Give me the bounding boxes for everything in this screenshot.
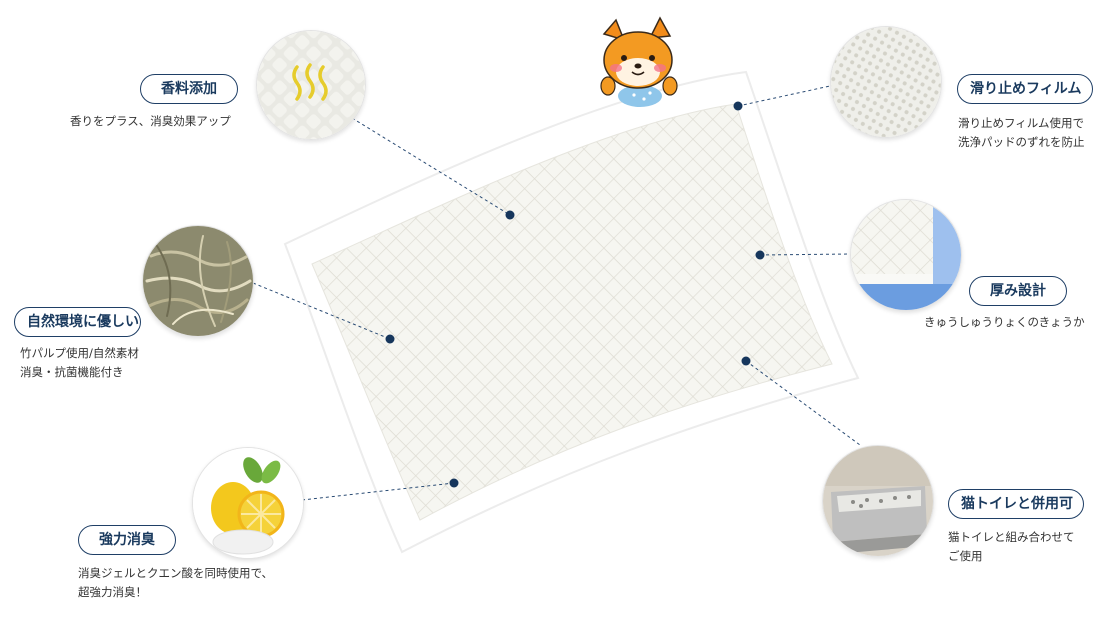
fragrance-swirl-icon [256, 30, 366, 140]
shiba-dog-mascot-icon [600, 16, 678, 107]
eco-desc: 竹パルプ使用/自然素材 消臭・抗菌機能付き [20, 344, 139, 382]
thick-desc-line: きゅうしゅうりょくのきょうか [924, 315, 1085, 329]
eco-title: 自然環境に優しい [14, 307, 141, 337]
antislip-desc-line-2: 洗浄パッドのずれを防止 [958, 135, 1085, 149]
cat-desc: 猫トイレと組み合わせて ご使用 [948, 528, 1075, 566]
deodor-title: 強力消臭 [78, 525, 176, 555]
fragrance-title: 香料添加 [140, 74, 238, 104]
antislip-title: 滑り止めフィルム [957, 74, 1093, 104]
lemon-citric-icon [192, 447, 304, 559]
antislip-desc-line-1: 滑り止めフィルム使用で [958, 116, 1085, 130]
antislip-desc: 滑り止めフィルム使用で 洗浄パッドのずれを防止 [958, 114, 1085, 152]
deodor-desc-line-1: 消臭ジェルとクエン酸を同時使用で、 [78, 566, 274, 580]
deodor-desc-line-2: 超強力消臭！ [78, 585, 147, 599]
fragrance-desc: 香りをプラス、消臭効果アップ [70, 112, 231, 131]
eco-desc-line-1: 竹パルプ使用/自然素材 [20, 346, 139, 360]
pad-quilted-core [311, 103, 833, 521]
cat-title: 猫トイレと併用可 [948, 489, 1084, 519]
thick-title: 厚み設計 [969, 276, 1067, 306]
cat-desc-line-2: ご使用 [948, 549, 983, 563]
thick-desc: きゅうしゅうりょくのきょうか [924, 313, 1085, 332]
cat-litter-box-icon [822, 445, 934, 557]
eco-desc-line-2: 消臭・抗菌機能付き [20, 365, 124, 379]
bamboo-fiber-icon [142, 225, 254, 337]
deodor-desc: 消臭ジェルとクエン酸を同時使用で、 超強力消臭！ [78, 564, 273, 602]
fragrance-desc-line: 香りをプラス、消臭効果アップ [70, 114, 231, 128]
cat-desc-line-1: 猫トイレと組み合わせて [948, 530, 1075, 544]
mesh-film-icon [830, 26, 942, 138]
pad-layer-icon [850, 199, 962, 311]
